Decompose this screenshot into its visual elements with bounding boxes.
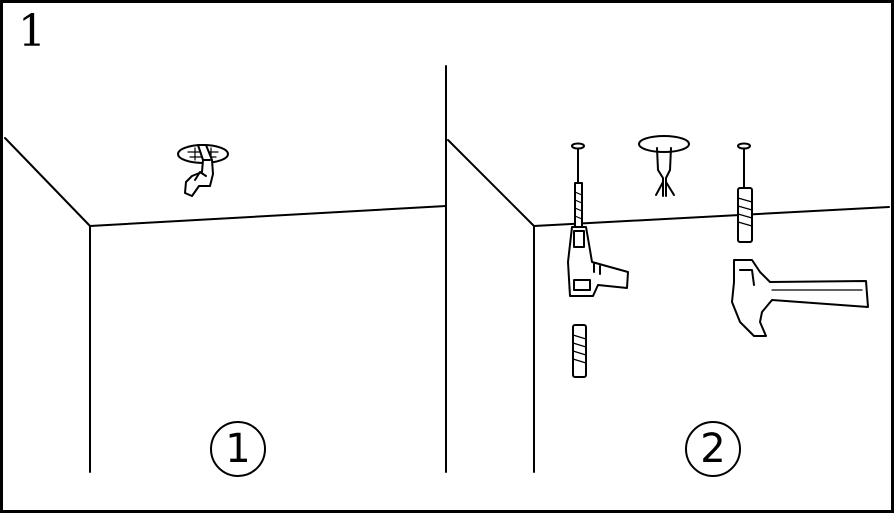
- wire-cutter-icon: [184, 144, 214, 197]
- panel-label-2: 2: [685, 421, 741, 477]
- room-corner-panel-1: [4, 137, 447, 473]
- step-number: 1: [18, 6, 46, 57]
- ceiling-wire-box-icon: [638, 135, 690, 197]
- room-corner-panel-2: [447, 139, 890, 473]
- wall-anchor-icon: [737, 187, 753, 243]
- panel-label-1: 1: [210, 421, 266, 477]
- hammer-icon: [731, 259, 869, 337]
- screw-icon: [572, 324, 587, 378]
- screw-mark-right: [737, 142, 751, 189]
- drill-mark-left: [571, 142, 585, 184]
- drill-icon: [567, 182, 629, 297]
